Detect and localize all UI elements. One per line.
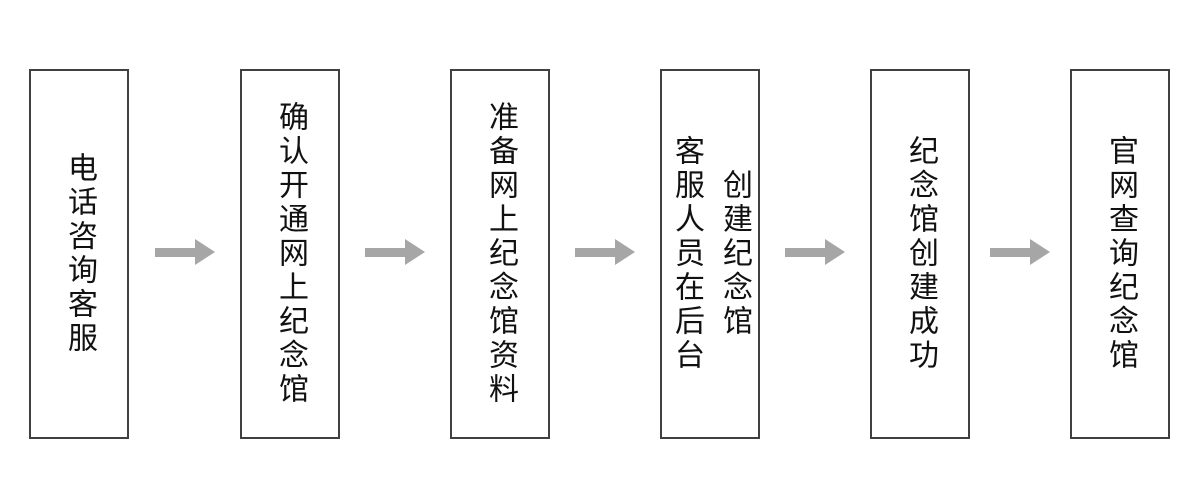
flow-step-create-success: 纪念馆创建成功 <box>870 69 970 439</box>
flow-step-label: 电话咨询客服 <box>63 152 96 356</box>
arrow-head <box>195 239 215 265</box>
flow-step-prepare-materials: 准备网上纪念馆资料 <box>450 69 550 439</box>
arrow-right-icon <box>155 239 215 265</box>
arrow-right-icon <box>785 239 845 265</box>
flow-step-label: 确认开通网上纪念馆 <box>274 101 307 407</box>
flow-step-label: 纪念馆创建成功 <box>904 135 937 373</box>
arrow-shaft <box>365 247 405 257</box>
arrow-shaft <box>155 247 195 257</box>
flow-step-confirm-open: 确认开通网上纪念馆 <box>240 69 340 439</box>
arrow-shaft <box>785 247 825 257</box>
arrow-head <box>615 239 635 265</box>
arrow-head <box>405 239 425 265</box>
arrow-right-icon <box>990 239 1050 265</box>
arrow-right-icon <box>575 239 635 265</box>
flow-step-official-site-query: 官网查询纪念馆 <box>1070 69 1170 439</box>
arrow-head <box>1030 239 1050 265</box>
arrow-shaft <box>575 247 615 257</box>
arrow-right-icon <box>365 239 425 265</box>
flow-step-staff-create: 客服人员在后台 创建纪念馆 <box>660 69 760 439</box>
arrow-shaft <box>990 247 1030 257</box>
flow-step-phone-consult: 电话咨询客服 <box>29 69 129 439</box>
flow-step-label: 官网查询纪念馆 <box>1104 135 1137 373</box>
arrow-head <box>825 239 845 265</box>
flow-step-label: 准备网上纪念馆资料 <box>484 101 517 407</box>
flow-step-label: 客服人员在后台 创建纪念馆 <box>670 135 751 373</box>
